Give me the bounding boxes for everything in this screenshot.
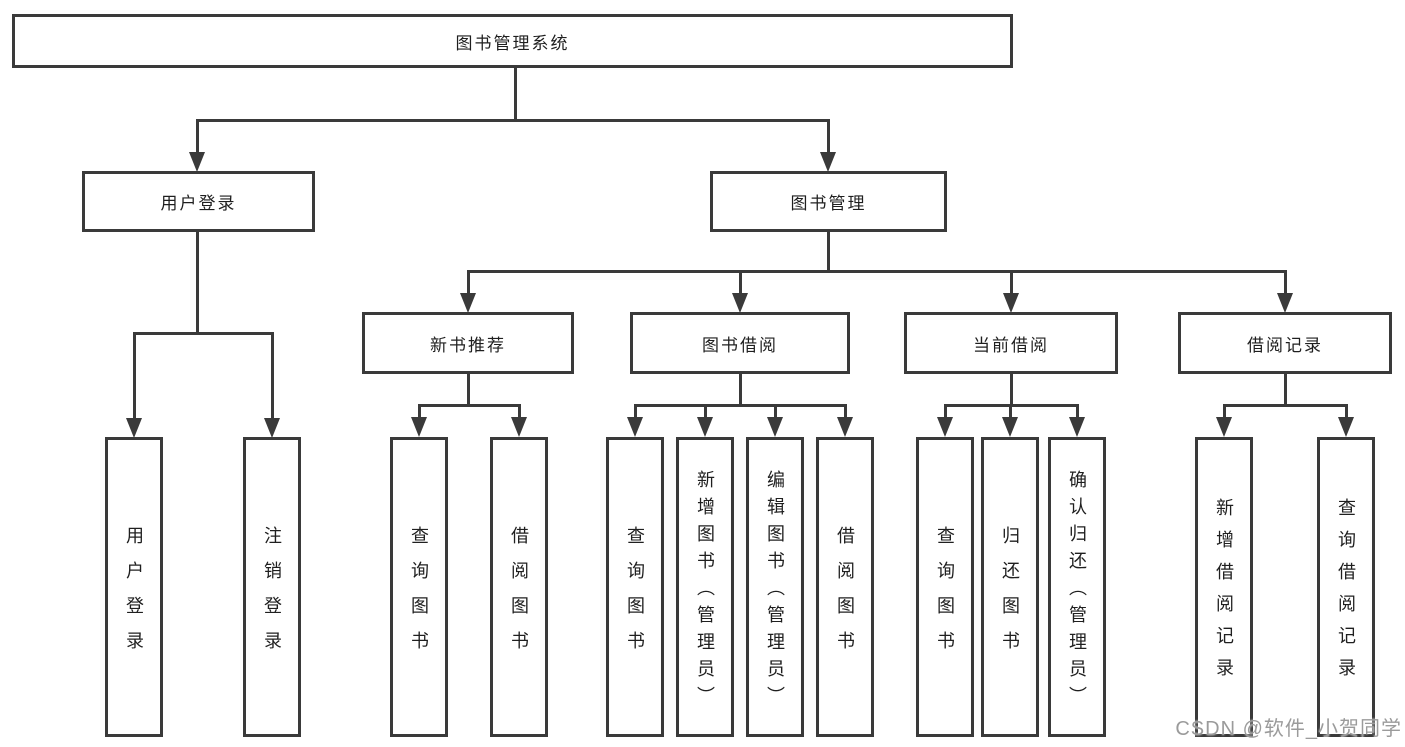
leaf-label: 查询图书	[409, 525, 429, 666]
leaf-return-book: 归还图书	[981, 437, 1039, 737]
connector-newbook-stem	[467, 374, 470, 407]
connector-userlogin-drop	[271, 332, 274, 421]
arrow-down-icon	[264, 418, 280, 438]
arrow-down-icon	[627, 417, 643, 437]
connector-bookmgmt-drop	[1284, 270, 1287, 297]
connector-newbook-drop	[418, 404, 421, 420]
arrow-down-icon	[1002, 417, 1018, 437]
arrow-down-icon	[511, 417, 527, 437]
arrow-down-icon	[937, 417, 953, 437]
leaf-label: 借阅图书	[509, 525, 529, 666]
connector-root-stem	[514, 66, 517, 121]
leaf-user-login: 用户登录	[105, 437, 163, 737]
arrow-down-icon	[1338, 417, 1354, 437]
arrow-down-icon	[732, 293, 748, 313]
leaf-label: 注销登录	[262, 525, 282, 666]
connector-current-drop	[944, 404, 947, 420]
connector-bookmgmt-bus	[467, 270, 1287, 273]
connector-records-stem	[1284, 374, 1287, 407]
leaf-query-borrow-record: 查询借阅记录	[1317, 437, 1375, 737]
connector-bookmgmt-drop	[1010, 270, 1013, 297]
connector-newbook-drop	[518, 404, 521, 420]
node-root: 图书管理系统	[12, 14, 1013, 68]
node-current-borrow: 当前借阅	[904, 312, 1118, 374]
leaf-borrow-book-recommend: 借阅图书	[490, 437, 548, 737]
leaf-label: 查询借阅记录	[1336, 498, 1356, 690]
leaf-label: 用户登录	[124, 525, 144, 666]
arrow-down-icon	[460, 293, 476, 313]
leaf-query-book-borrow: 查询图书	[606, 437, 664, 737]
connector-borrow-drop	[774, 404, 777, 420]
leaf-edit-book-admin: 编辑图书（管理员）	[746, 437, 804, 737]
connector-records-drop	[1345, 404, 1348, 420]
node-book-borrow: 图书借阅	[630, 312, 850, 374]
arrow-down-icon	[1277, 293, 1293, 313]
node-borrow-records: 借阅记录	[1178, 312, 1392, 374]
connector-userlogin-stem	[196, 232, 199, 334]
leaf-confirm-return-admin: 确认归还（管理员）	[1048, 437, 1106, 737]
arrow-down-icon	[767, 417, 783, 437]
node-user-login: 用户登录	[82, 171, 315, 232]
leaf-label: 新增图书（管理员）	[695, 470, 715, 713]
leaf-logout: 注销登录	[243, 437, 301, 737]
leaf-query-book-current: 查询图书	[916, 437, 974, 737]
connector-bookmgmt-drop	[739, 270, 742, 297]
connector-bookmgmt-drop	[467, 270, 470, 297]
arrow-down-icon	[1069, 417, 1085, 437]
arrow-down-icon	[126, 418, 142, 438]
arrow-down-icon	[837, 417, 853, 437]
connector-borrow-bus	[634, 404, 847, 407]
connector-bookmgmt-stem	[827, 232, 830, 272]
connector-borrow-drop	[844, 404, 847, 420]
leaf-borrow-book: 借阅图书	[816, 437, 874, 737]
leaf-label: 归还图书	[1000, 525, 1020, 666]
leaf-label: 借阅图书	[835, 525, 855, 666]
connector-records-drop	[1223, 404, 1226, 420]
arrow-down-icon	[697, 417, 713, 437]
leaf-add-borrow-record: 新增借阅记录	[1195, 437, 1253, 737]
connector-borrow-drop	[704, 404, 707, 420]
leaf-add-book-admin: 新增图书（管理员）	[676, 437, 734, 737]
leaf-label: 确认归还（管理员）	[1067, 470, 1087, 713]
arrow-down-icon	[411, 417, 427, 437]
connector-records-bus	[1223, 404, 1347, 407]
connector-root-left-drop	[196, 119, 199, 155]
connector-root-right-drop	[827, 119, 830, 155]
connector-borrow-drop	[634, 404, 637, 420]
leaf-label: 查询图书	[625, 525, 645, 666]
connector-root-bus	[196, 119, 830, 122]
arrow-down-icon	[189, 152, 205, 172]
watermark: CSDN @软件_小贺同学	[1175, 718, 1402, 740]
connector-newbook-bus	[418, 404, 521, 407]
node-book-management: 图书管理	[710, 171, 947, 232]
leaf-query-book-recommend: 查询图书	[390, 437, 448, 737]
connector-userlogin-bus	[133, 332, 274, 335]
leaf-label: 查询图书	[935, 525, 955, 666]
arrow-down-icon	[1003, 293, 1019, 313]
leaf-label: 编辑图书（管理员）	[765, 470, 785, 713]
arrow-down-icon	[820, 152, 836, 172]
node-new-book-recommend: 新书推荐	[362, 312, 574, 374]
connector-current-drop	[1076, 404, 1079, 420]
arrow-down-icon	[1216, 417, 1232, 437]
connector-current-drop	[1009, 404, 1012, 420]
connector-current-stem	[1010, 374, 1013, 407]
connector-userlogin-drop	[133, 332, 136, 421]
leaf-label: 新增借阅记录	[1214, 498, 1234, 690]
connector-borrow-stem	[739, 374, 742, 407]
